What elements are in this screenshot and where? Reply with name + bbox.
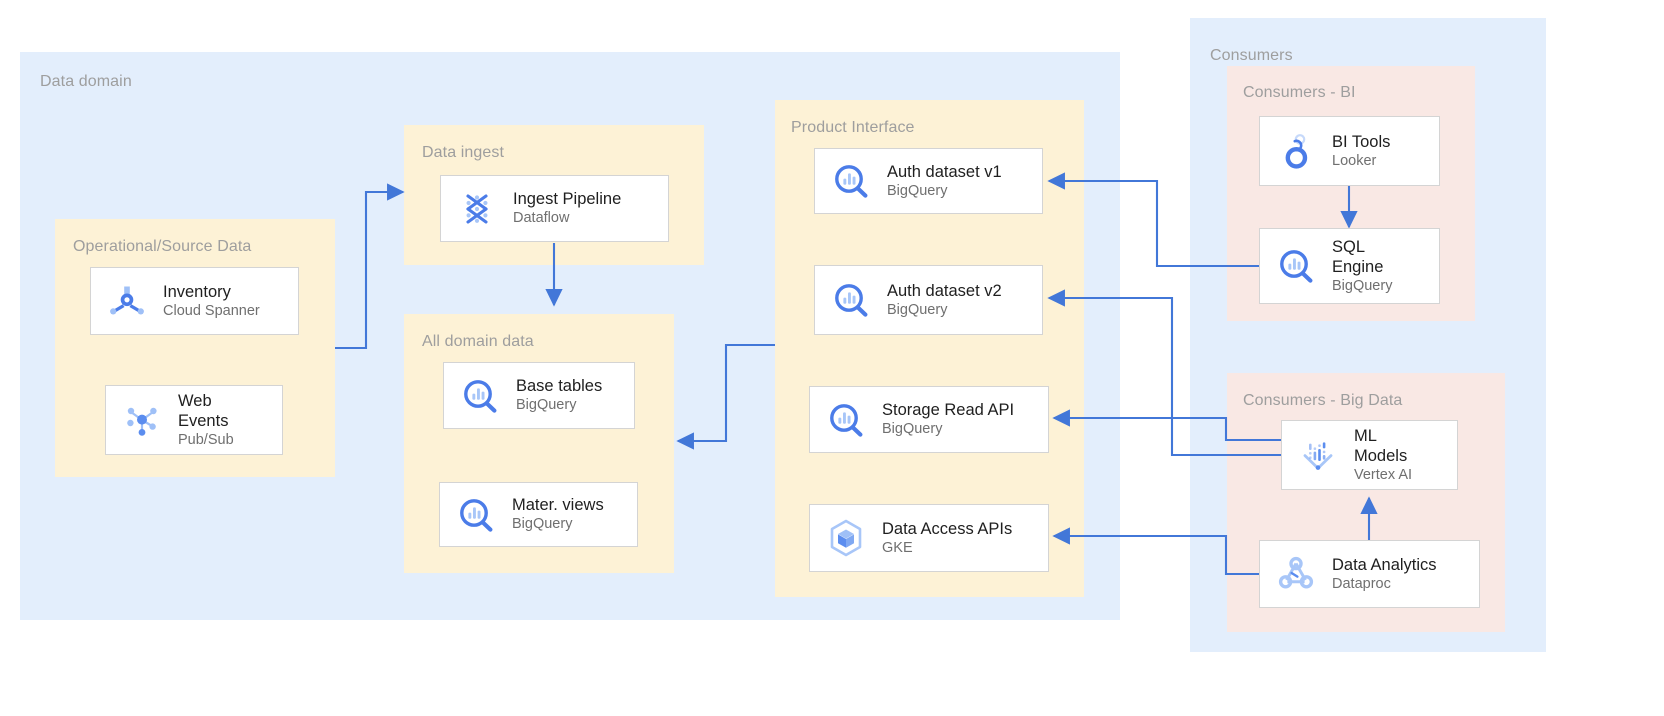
bigquery-icon (458, 374, 502, 418)
node-ingest-pipeline-subtitle: Dataflow (513, 210, 570, 226)
node-data-access-apis-subtitle: GKE (882, 539, 913, 556)
node-inventory-subtitle: Cloud Spanner (163, 302, 260, 319)
node-auth-dataset-v1[interactable]: Auth dataset v1 BigQuery (814, 148, 1043, 214)
node-inventory-title: Inventory (163, 282, 231, 301)
group-data-domain-label: Data domain (40, 73, 132, 90)
pubsub-icon (120, 398, 164, 442)
node-web-events[interactable]: Web Events Pub/Sub (105, 385, 283, 455)
node-web-events-subtitle: Pub/Sub (178, 431, 234, 448)
node-data-access-apis[interactable]: Data Access APIs GKE (809, 504, 1049, 572)
group-consumers-bi-label: Consumers - BI (1243, 84, 1356, 101)
looker-icon (1274, 129, 1318, 173)
group-product-interface-label: Product Interface (791, 119, 915, 136)
bigquery-icon (454, 493, 498, 537)
node-auth-dataset-v1-subtitle: BigQuery (887, 182, 948, 199)
node-data-analytics-subtitle: Dataproc (1332, 575, 1391, 592)
node-bi-tools-subtitle: Looker (1332, 152, 1377, 169)
node-ingest-pipeline-title: Ingest Pipeline (513, 190, 622, 208)
node-inventory[interactable]: Inventory Cloud Spanner (90, 267, 299, 335)
node-mater-views-subtitle: BigQuery (512, 516, 573, 532)
node-data-access-apis-title: Data Access APIs (882, 519, 1013, 538)
node-web-events-title: Web Events (178, 391, 229, 430)
node-ml-models-subtitle: Vertex AI (1354, 466, 1413, 483)
dataflow-icon (455, 187, 499, 231)
node-mater-views-title: Mater. views (512, 496, 604, 514)
dataproc-icon (1274, 552, 1318, 596)
group-all-domain-data-label: All domain data (422, 333, 534, 350)
gke-icon (824, 516, 868, 560)
group-consumers-big-data-label: Consumers - Big Data (1243, 392, 1403, 409)
node-storage-read-api-title: Storage Read API (882, 401, 1015, 419)
cloud-spanner-icon (105, 279, 149, 323)
bigquery-icon (1274, 244, 1318, 288)
node-sql-engine-subtitle: BigQuery (1332, 277, 1393, 294)
node-sql-engine-title: SQL Engine (1332, 237, 1384, 276)
node-auth-dataset-v2-title: Auth dataset v2 (887, 281, 1002, 300)
node-bi-tools[interactable]: BI Tools Looker (1259, 116, 1440, 186)
node-base-tables[interactable]: Base tables BigQuery (443, 362, 635, 429)
bigquery-icon (829, 278, 873, 322)
node-data-analytics-title: Data Analytics (1332, 555, 1437, 574)
group-consumers-label: Consumers (1210, 47, 1293, 64)
node-auth-dataset-v2-subtitle: BigQuery (887, 301, 948, 318)
node-bi-tools-title: BI Tools (1332, 132, 1391, 151)
vertex-ai-icon (1296, 433, 1340, 477)
node-storage-read-api[interactable]: Storage Read API BigQuery (809, 386, 1049, 453)
node-auth-dataset-v1-title: Auth dataset v1 (887, 162, 1002, 181)
node-sql-engine[interactable]: SQL Engine BigQuery (1259, 228, 1440, 304)
bigquery-icon (829, 159, 873, 203)
node-base-tables-title: Base tables (516, 377, 603, 395)
bigquery-icon (824, 398, 868, 442)
node-ingest-pipeline[interactable]: Ingest Pipeline Dataflow (440, 175, 669, 242)
node-ml-models[interactable]: ML Models Vertex AI (1281, 420, 1458, 490)
node-storage-read-api-subtitle: BigQuery (882, 421, 943, 437)
group-data-ingest-label: Data ingest (422, 144, 505, 161)
node-ml-models-title: ML Models (1354, 426, 1408, 465)
node-mater-views[interactable]: Mater. views BigQuery (439, 482, 638, 547)
group-operational-source-data-label: Operational/Source Data (73, 238, 252, 255)
node-base-tables-subtitle: BigQuery (516, 397, 577, 413)
node-auth-dataset-v2[interactable]: Auth dataset v2 BigQuery (814, 265, 1043, 335)
node-data-analytics[interactable]: Data Analytics Dataproc (1259, 540, 1480, 608)
